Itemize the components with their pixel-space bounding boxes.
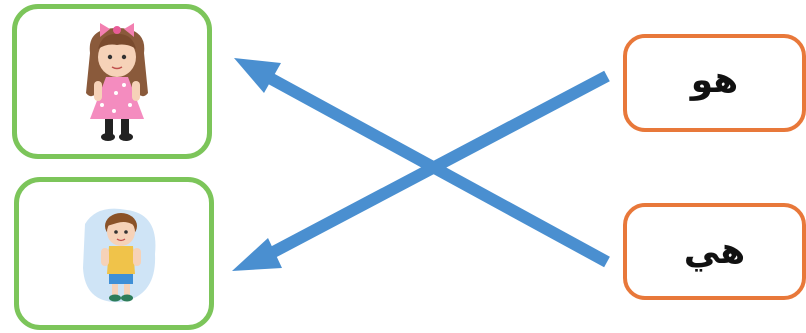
girl-icon [72,23,162,143]
arrow-head-bottom [232,238,282,271]
word-card-he[interactable]: هو [623,34,806,132]
word-he: هو [627,60,802,101]
boy-icon [77,204,161,308]
girl-picture-card[interactable] [12,4,212,159]
word-she: هي [627,231,802,272]
word-card-she[interactable]: هي [623,203,806,300]
boy-picture-card[interactable] [14,177,214,330]
